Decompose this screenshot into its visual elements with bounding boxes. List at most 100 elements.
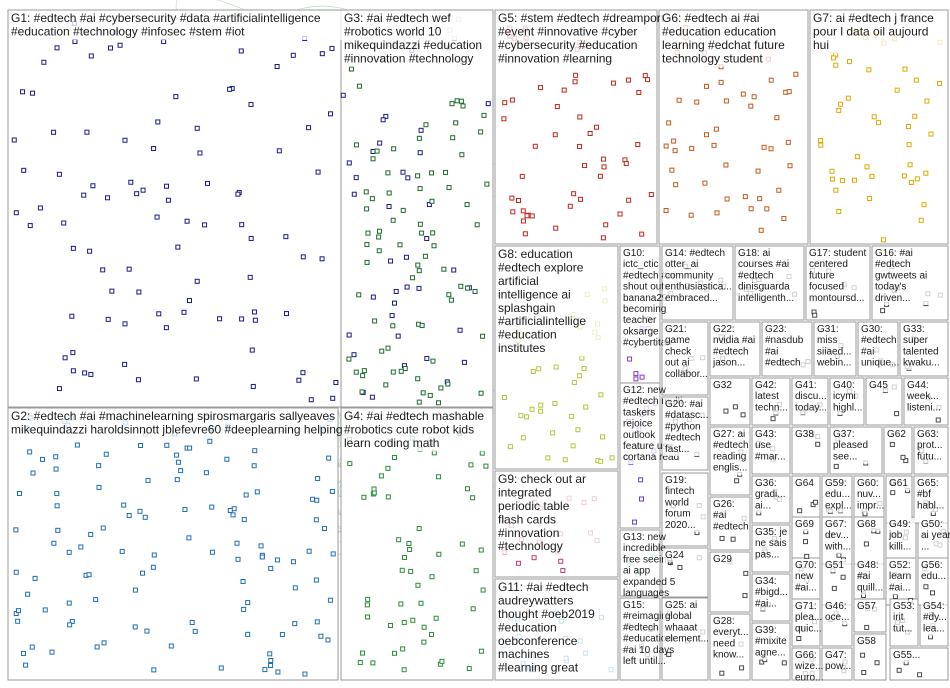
node-g2: [78, 544, 84, 550]
node-g57: [864, 624, 870, 630]
node-g8: [575, 427, 581, 433]
node-g3: [356, 292, 362, 298]
label-backdrop: [663, 474, 707, 532]
node-g5: [553, 225, 559, 231]
group-label-g58: G58: [857, 636, 876, 647]
node-g8: [550, 430, 556, 436]
node-g27: [734, 478, 740, 484]
label-backdrop: [867, 379, 901, 393]
node-g1: [109, 288, 115, 294]
node-g5: [610, 80, 616, 86]
group-label-g15: G15:#reimagine...#edtech#education#ai 10…: [623, 600, 681, 667]
node-g2: [100, 525, 106, 531]
node-g8: [579, 355, 585, 361]
node-g2: [203, 470, 209, 476]
node-g2: [259, 554, 265, 560]
node-g1: [330, 395, 336, 401]
node-g6: [742, 194, 748, 200]
node-g2: [54, 503, 60, 509]
node-g1: [27, 223, 33, 229]
node-g3: [446, 185, 452, 191]
node-g4: [478, 648, 484, 654]
node-g2: [327, 597, 333, 603]
label-backdrop: [859, 323, 897, 370]
node-g2: [186, 535, 192, 541]
node-g1: [56, 171, 62, 177]
group-label-g68: G68: [857, 519, 876, 530]
node-g2: [251, 463, 257, 469]
label-backdrop: [905, 379, 947, 415]
node-g2: [23, 662, 29, 668]
node-g1: [300, 370, 306, 376]
node-g2: [132, 624, 138, 630]
node-g2: [314, 619, 320, 625]
node-g2: [306, 548, 312, 554]
node-g5: [522, 231, 528, 237]
node-g7: [871, 114, 877, 120]
label-backdrop: [891, 649, 947, 663]
label-backdrop: [887, 477, 911, 491]
node-g1: [418, 127, 424, 133]
node-g7: [847, 59, 853, 65]
label-backdrop: [873, 247, 947, 305]
label-backdrop: [660, 11, 807, 67]
node-g1: [370, 294, 376, 300]
node-g1: [161, 39, 167, 45]
node-g3: [417, 221, 423, 227]
node-g1: [70, 350, 76, 356]
group-label-g26: G26:#ai#edtech: [713, 499, 749, 532]
node-g67: [836, 552, 842, 558]
node-g2: [74, 442, 80, 448]
node-g2: [262, 667, 268, 673]
node-g4: [479, 450, 485, 456]
node-g2: [137, 508, 143, 514]
node-g2: [318, 633, 324, 639]
node-g6: [774, 115, 780, 121]
node-g2: [132, 587, 138, 593]
node-g1: [70, 245, 76, 251]
label-backdrop: [915, 477, 947, 513]
node-g5: [510, 209, 516, 215]
node-g3: [346, 356, 352, 362]
node-g1: [82, 370, 88, 376]
node-g6: [688, 212, 694, 218]
node-g8: [552, 401, 558, 407]
node-g1: [88, 53, 94, 59]
label-backdrop: [815, 323, 855, 370]
group-label-g62: G62: [887, 429, 906, 440]
node-g2: [227, 507, 233, 513]
node-g39: [781, 660, 787, 666]
node-g1: [156, 311, 162, 317]
node-g6: [666, 120, 672, 126]
node-g2: [313, 517, 319, 523]
node-g2: [292, 621, 298, 627]
label-backdrop: [711, 553, 749, 567]
node-g1: [235, 191, 241, 197]
node-g6: [787, 163, 793, 169]
node-g6: [672, 148, 678, 154]
node-g5: [567, 203, 573, 209]
node-g7: [913, 77, 919, 83]
node-g1: [181, 309, 187, 315]
node-g56: [930, 590, 936, 596]
node-g3: [374, 148, 380, 154]
node-g1: [122, 361, 128, 367]
node-g1: [383, 113, 389, 119]
group-label-g63: G63:prot...futu...: [917, 429, 943, 462]
label-backdrop: [793, 428, 827, 442]
node-g1: [308, 397, 314, 403]
node-g2: [189, 620, 195, 626]
node-g1: [61, 220, 67, 226]
node-g5: [520, 218, 526, 224]
node-g62: [889, 441, 895, 447]
label-backdrop: [342, 11, 492, 67]
node-g8: [529, 406, 535, 412]
node-g2: [175, 459, 181, 465]
node-g3: [372, 318, 378, 324]
node-g1: [296, 377, 302, 383]
node-g4: [407, 547, 413, 553]
node-g1: [108, 45, 114, 51]
node-g1: [217, 316, 223, 322]
